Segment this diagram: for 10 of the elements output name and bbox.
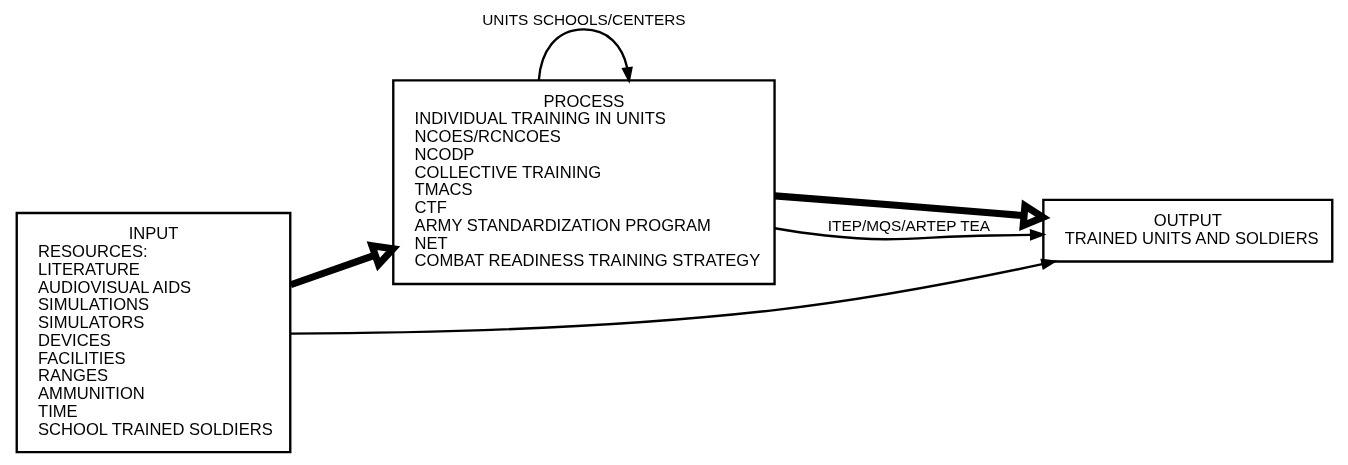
node-box: INPUT RESOURCES: LITERATURE AUDIOVISUAL AIDS SIMULATIONS SIMULATORS DEVICES FACILITIES RANGES AMMUNITION TIME SCHOOL TRAINED SOLDIERS	[15, 211, 291, 454]
arrow	[289, 241, 400, 289]
edge-label: UNITS SCHOOLS/CENTERS	[481, 11, 686, 29]
node-box: OUTPUT TRAINED UNITS AND SOLDIERS	[1041, 198, 1333, 263]
arrow	[774, 192, 1051, 232]
edge-label: ITEP/MQS/ARTEP TEA	[827, 217, 990, 235]
arrow	[774, 227, 1046, 241]
arrow	[290, 258, 1058, 335]
node-box: PROCESS INDIVIDUAL TRAINING IN UNITS NCOES/RCNCOES NCODP COLLECTIVE TRAINING TMACS CTF ARMY STANDARDIZATION PROGRAM NET COMBAT READINESS TRAINING STRATEGY	[391, 79, 776, 286]
arrow	[537, 28, 633, 84]
